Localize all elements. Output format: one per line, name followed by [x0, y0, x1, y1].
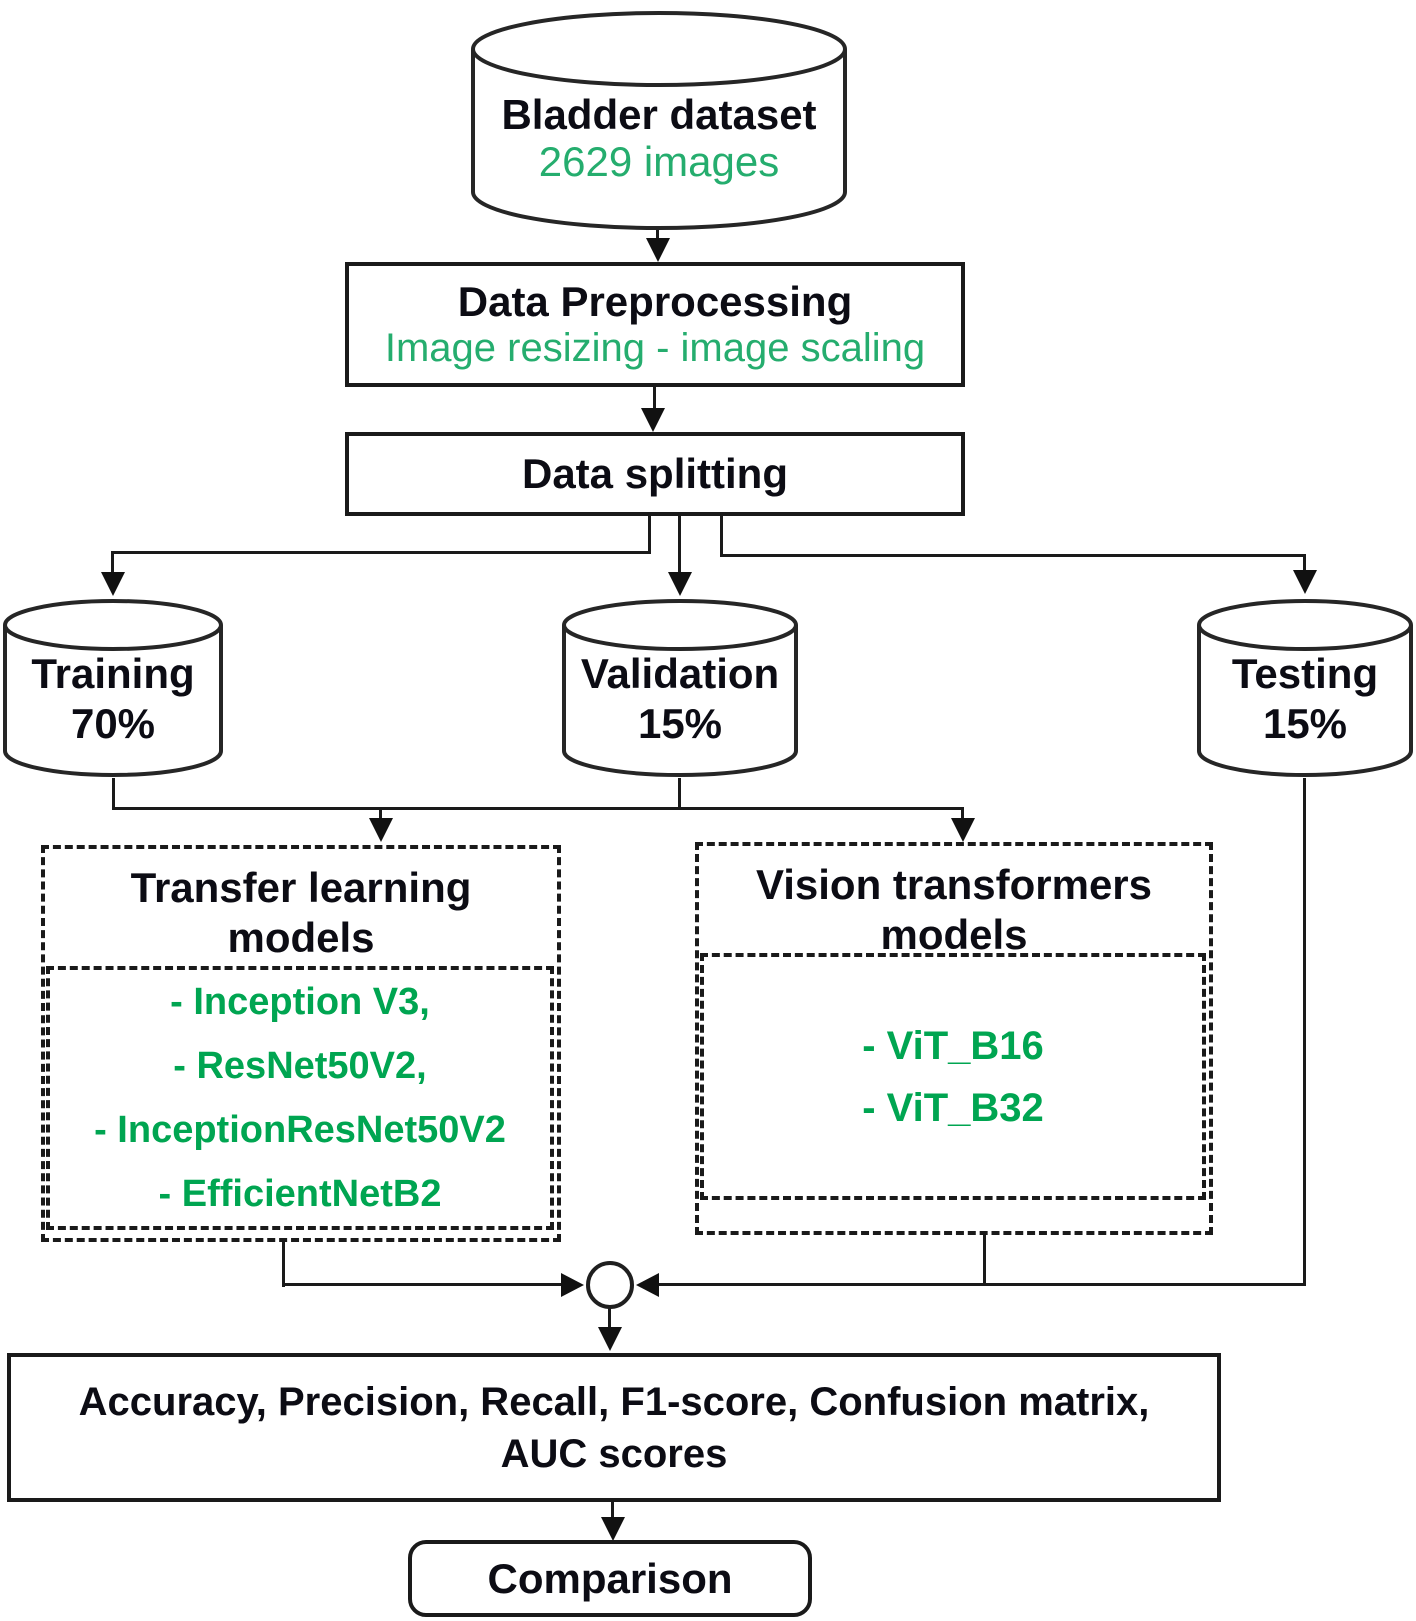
- model-item-inceptionresnet50v2: - InceptionResNet50V2: [94, 1109, 506, 1151]
- cylinder-shape: [471, 11, 847, 230]
- preprocessing-box: Data Preprocessing Image resizing - imag…: [345, 262, 965, 387]
- evaluation-line1: Accuracy, Precision, Recall, F1-score, C…: [78, 1379, 1150, 1424]
- vision-transformers-title: Vision transformers models: [699, 846, 1209, 960]
- arrowhead-into-transfer-box: [369, 818, 393, 842]
- comparison-label: Comparison: [487, 1554, 733, 1602]
- connector-preprocessing-to-splitting: [653, 387, 656, 411]
- evaluation-line2: AUC scores: [500, 1431, 728, 1476]
- connector-merge-right-horizontal: [658, 1283, 1305, 1286]
- connector-bus-to-vit: [961, 807, 964, 820]
- connector-split-right-drop: [1303, 554, 1306, 572]
- connector-split-left-stub: [648, 516, 651, 554]
- training-pct: 70%: [70, 700, 156, 747]
- vision-transformers-group-box: Vision transformers models: [695, 842, 1213, 1235]
- vision-transformers-title-line2: models: [880, 911, 1028, 958]
- arrowhead-into-preprocessing: [646, 238, 670, 262]
- model-item-vit-b32: - ViT_B32: [862, 1085, 1044, 1130]
- connector-split-right-stub: [720, 516, 723, 557]
- preprocessing-subtitle: Image resizing - image scaling: [384, 325, 926, 370]
- connector-transfer-to-merge: [282, 1242, 285, 1287]
- connector-vit-to-merge: [983, 1235, 986, 1285]
- connector-dataset-to-preprocessing: [656, 226, 659, 242]
- transfer-learning-group-box: Transfer learning models: [41, 845, 561, 1242]
- model-item-resnet50v2: - ResNet50V2,: [173, 1045, 427, 1087]
- testing-cylinder: Testing 15%: [1197, 598, 1413, 778]
- vision-transformers-title-line1: Vision transformers: [755, 861, 1153, 908]
- arrowhead-into-merge-right: [636, 1273, 659, 1297]
- connector-split-center-drop: [678, 516, 681, 574]
- dataset-cylinder: Bladder dataset 2629 images: [470, 8, 848, 230]
- training-label: Training 70%: [3, 624, 223, 774]
- dataset-label: Bladder dataset 2629 images: [470, 78, 848, 198]
- splitting-title: Data splitting: [521, 450, 788, 497]
- transfer-learning-title-line1: Transfer learning: [130, 864, 472, 911]
- model-item-vit-b16: - ViT_B16: [862, 1023, 1044, 1068]
- connector-models-bus: [112, 807, 964, 810]
- dataset-subtitle: 2629 images: [538, 138, 780, 185]
- merge-circle: [586, 1261, 634, 1309]
- arrowhead-into-validation: [668, 572, 692, 596]
- model-item-inceptionv3: - Inception V3,: [170, 981, 430, 1023]
- connector-split-left-horizontal: [112, 551, 651, 554]
- arrowhead-into-merge-left: [561, 1273, 584, 1297]
- testing-name: Testing: [1231, 650, 1379, 697]
- testing-pct: 15%: [1262, 700, 1348, 747]
- cylinder-shape: [562, 599, 798, 777]
- evaluation-box: Accuracy, Precision, Recall, F1-score, C…: [7, 1353, 1221, 1502]
- connector-evaluation-to-comparison: [611, 1502, 614, 1519]
- connector-bus-to-transfer: [379, 807, 382, 820]
- transfer-learning-title-line2: models: [227, 914, 375, 961]
- cylinder-shape: [1197, 599, 1413, 777]
- connector-merge-to-evaluation: [608, 1307, 611, 1329]
- splitting-box: Data splitting: [345, 432, 965, 516]
- arrowhead-into-vit-box: [951, 818, 975, 842]
- dataset-title: Bladder dataset: [501, 91, 817, 138]
- testing-label: Testing 15%: [1197, 624, 1413, 774]
- vision-transformers-model-list: - ViT_B16 - ViT_B32: [700, 953, 1206, 1200]
- connector-testing-to-merge: [1303, 778, 1306, 1286]
- arrowhead-into-evaluation: [598, 1327, 622, 1351]
- comparison-box: Comparison: [408, 1540, 812, 1617]
- validation-cylinder: Validation 15%: [562, 598, 798, 778]
- arrowhead-into-splitting: [641, 408, 665, 432]
- vision-transformers-models-box: [700, 953, 1206, 1200]
- arrowhead-into-comparison: [601, 1517, 625, 1541]
- transfer-learning-models-box: [46, 966, 554, 1230]
- validation-pct: 15%: [637, 700, 723, 747]
- training-cylinder: Training 70%: [3, 598, 223, 778]
- connector-training-down: [112, 778, 115, 810]
- arrowhead-into-training: [101, 572, 125, 596]
- connector-split-left-drop: [111, 551, 114, 574]
- arrowhead-into-testing: [1293, 570, 1317, 594]
- model-item-efficientnetb2: - EfficientNetB2: [158, 1173, 442, 1215]
- validation-name: Validation: [580, 650, 780, 697]
- connector-validation-down: [678, 778, 681, 809]
- connector-split-right-horizontal: [720, 554, 1306, 557]
- cylinder-shape: [3, 599, 223, 777]
- connector-merge-left-horizontal: [282, 1283, 563, 1286]
- transfer-learning-model-list: - Inception V3, - ResNet50V2, - Inceptio…: [46, 966, 554, 1230]
- validation-label: Validation 15%: [562, 624, 798, 774]
- transfer-learning-title: Transfer learning models: [45, 849, 557, 963]
- preprocessing-title: Data Preprocessing: [457, 277, 853, 325]
- training-name: Training: [31, 650, 195, 697]
